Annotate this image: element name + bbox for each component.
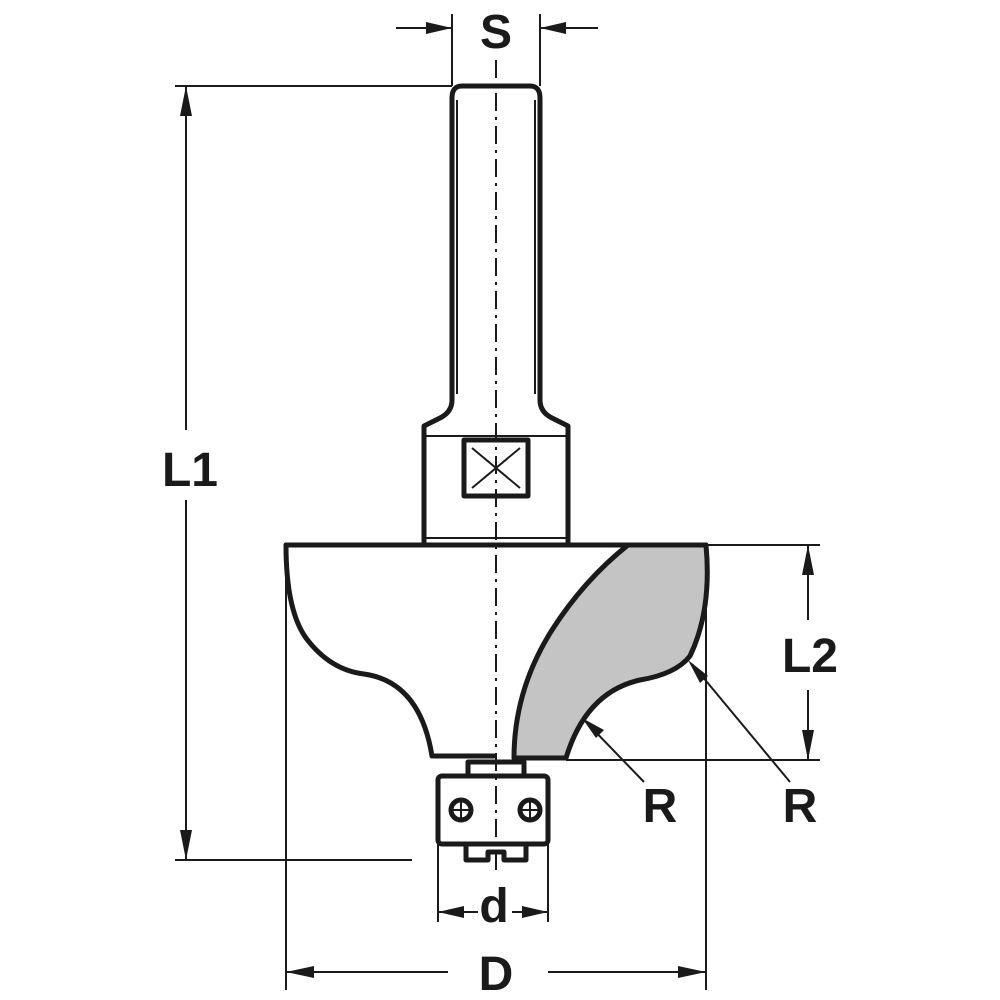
label-d-bearing: d bbox=[479, 880, 508, 933]
label-d-cutting: D bbox=[479, 948, 514, 1000]
dimension-d-cutting bbox=[285, 560, 707, 990]
carbide-insert bbox=[511, 542, 710, 761]
cutter-body bbox=[283, 542, 710, 761]
bearing bbox=[435, 759, 551, 863]
label-r-outer: R bbox=[783, 780, 818, 833]
radius-leader-outer bbox=[688, 660, 791, 783]
radius-leader-inner bbox=[582, 718, 645, 783]
label-l1: L1 bbox=[162, 444, 218, 497]
label-l2: L2 bbox=[782, 630, 838, 683]
dimension-s bbox=[396, 14, 598, 86]
shank bbox=[421, 83, 571, 548]
wrench-flat bbox=[461, 437, 531, 499]
label-r-inner: R bbox=[643, 780, 678, 833]
collar bbox=[424, 435, 568, 539]
label-s: S bbox=[480, 6, 512, 59]
dimension-l1 bbox=[175, 85, 452, 861]
dimension-d-bearing bbox=[437, 844, 549, 922]
dimension-l2 bbox=[566, 544, 820, 761]
